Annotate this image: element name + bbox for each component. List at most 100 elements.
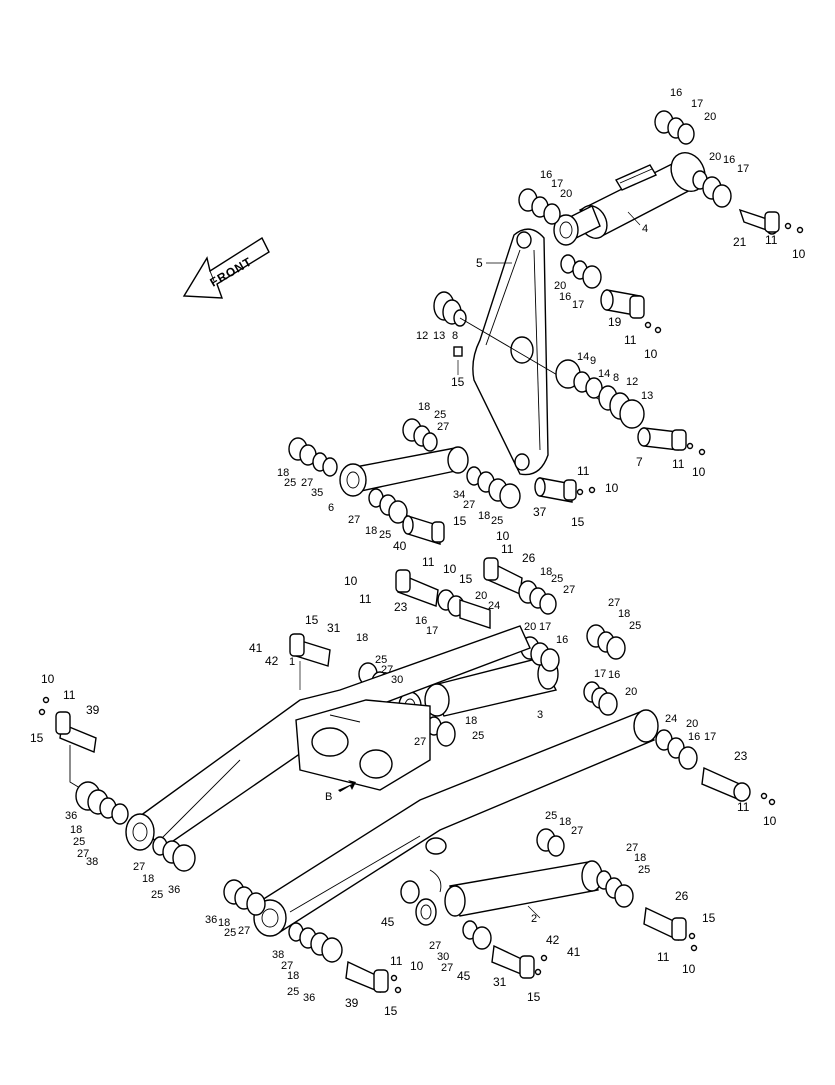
callout: 20 — [704, 111, 716, 123]
callout: 42 — [265, 654, 279, 668]
callout: 25 — [472, 730, 484, 742]
callout: 23 — [734, 749, 748, 763]
callout: 15 — [571, 515, 585, 529]
callout: 30 — [391, 674, 403, 686]
callout: 41 — [567, 945, 581, 959]
callout: 16 — [415, 615, 427, 627]
callout: 17 — [691, 98, 703, 110]
callout: 15 — [30, 731, 44, 745]
leader-lines — [299, 211, 641, 919]
view-b-label: B — [325, 791, 332, 803]
callout: 18 — [540, 566, 552, 578]
callout: 11 — [501, 542, 514, 556]
callout: 21 — [733, 235, 747, 249]
callout: 18 — [418, 401, 430, 413]
middle-pins — [395, 557, 557, 629]
callout: 24 — [488, 600, 500, 612]
callout: 16 — [559, 291, 571, 303]
callout: 30 — [437, 951, 449, 963]
callout: 15 — [384, 1004, 398, 1018]
front-label: FRONT — [208, 254, 255, 289]
callout: 10 — [763, 814, 777, 828]
callout: 31 — [493, 975, 507, 989]
callout: 15 — [702, 911, 716, 925]
callout: 15 — [453, 514, 467, 528]
callout: 25 — [375, 654, 387, 666]
callout: 27 — [348, 514, 360, 526]
callout: 15 — [305, 613, 319, 627]
callout: 11 — [577, 464, 590, 478]
callout: 27 — [441, 962, 453, 974]
callout: 20 — [524, 621, 536, 633]
callout: 15 — [527, 990, 541, 1004]
callout: 10 — [644, 347, 658, 361]
callout: 36 — [303, 992, 315, 1004]
callout: 17 — [539, 621, 551, 633]
callout: 16 — [540, 169, 552, 181]
callout: 24 — [665, 713, 677, 725]
callout: 40 — [393, 539, 407, 553]
callout: 11 — [390, 954, 403, 968]
callout: 7 — [636, 455, 643, 469]
callout: 18 — [70, 824, 82, 836]
callout: 6 — [328, 502, 334, 514]
callout: 10 — [496, 529, 510, 543]
callout: 27 — [77, 848, 89, 860]
callout: 17 — [594, 668, 606, 680]
rod-6 — [288, 418, 521, 545]
callout: 17 — [704, 731, 716, 743]
cylinder-2 — [400, 828, 634, 950]
callout: 27 — [463, 499, 475, 511]
callout: 10 — [792, 247, 806, 261]
callout: 25 — [379, 529, 391, 541]
callout: 8 — [452, 330, 458, 342]
callout: 18 — [142, 873, 154, 885]
callout: 25 — [73, 836, 85, 848]
callout: 26 — [675, 889, 689, 903]
callout: 20 — [560, 188, 572, 200]
callout: 20 — [625, 686, 637, 698]
callout: 16 — [688, 731, 700, 743]
callout: 11 — [672, 457, 685, 471]
callout: 11 — [422, 555, 435, 569]
callout: 36 — [65, 810, 77, 822]
callout: 39 — [86, 703, 100, 717]
callout: 8 — [613, 372, 619, 384]
callout: 11 — [624, 333, 637, 347]
callout: 14 — [598, 368, 610, 380]
callout: 11 — [359, 592, 372, 606]
callout: 10 — [692, 465, 706, 479]
callout: 25 — [151, 889, 163, 901]
callout: 25 — [629, 620, 641, 632]
callout: 25 — [434, 409, 446, 421]
front-arrow-icon — [182, 236, 270, 299]
callout: 27 — [608, 597, 620, 609]
callout: 5 — [476, 256, 483, 270]
callout: 15 — [451, 375, 465, 389]
callout: 27 — [381, 664, 393, 676]
callout: 36 — [168, 884, 180, 896]
callout: 14 — [577, 351, 589, 363]
callout: 27 — [238, 925, 250, 937]
callout: 15 — [459, 572, 473, 586]
callout: 25 — [638, 864, 650, 876]
callout: 31 — [327, 621, 341, 635]
upper-cylinder — [553, 152, 706, 246]
callout: 27 — [563, 584, 575, 596]
callout: 17 — [426, 625, 438, 637]
callout: 25 — [224, 927, 236, 939]
callout: 27 — [414, 736, 426, 748]
callout: 18 — [218, 917, 230, 929]
callout: 20 — [709, 151, 721, 163]
callout: 16 — [608, 669, 620, 681]
callout: 25 — [491, 515, 503, 527]
callout: 27 — [571, 825, 583, 837]
callout: 4 — [642, 223, 648, 235]
callout: 18 — [559, 816, 571, 828]
callout: 12 — [416, 330, 428, 342]
callout: 17 — [572, 299, 584, 311]
callout: 11 — [63, 688, 76, 702]
callout: 18 — [465, 715, 477, 727]
callout: 12 — [626, 376, 638, 388]
